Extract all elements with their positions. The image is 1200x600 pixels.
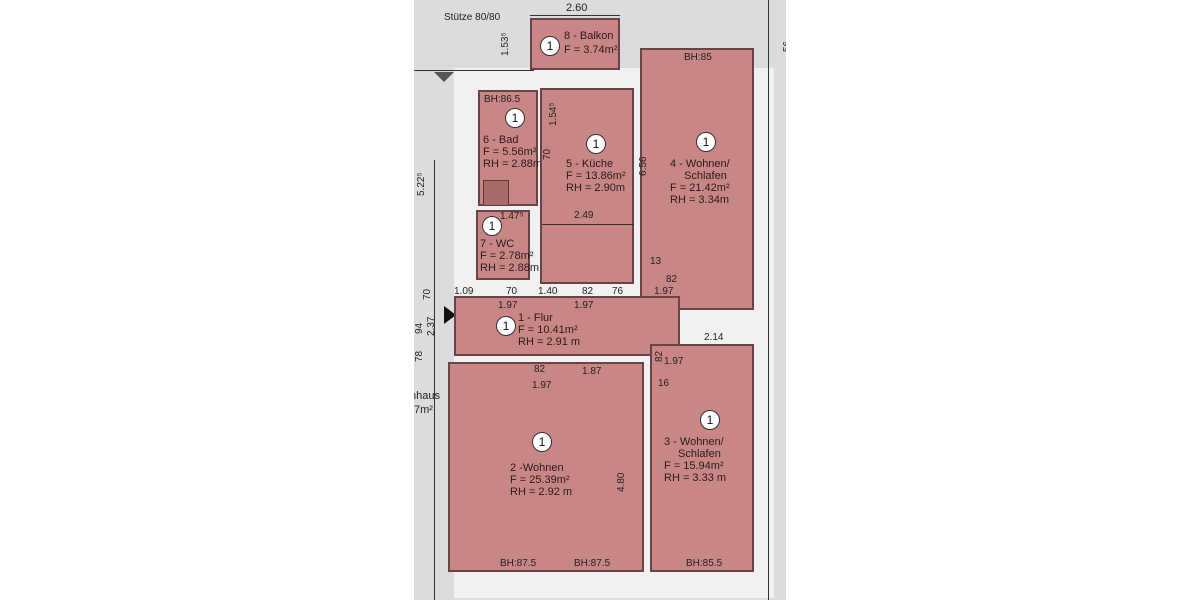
room-badge: 1 — [505, 108, 525, 128]
support-note: Stütze 80/80 — [444, 12, 501, 23]
dimension-label: 6.56 — [638, 156, 649, 176]
room-wohnen-schlafen-4[interactable]: BH:85 1 4 - Wohnen/ Schlafen F = 21.42m²… — [640, 48, 754, 310]
room-height: RH = 2.88m — [483, 158, 542, 170]
room-height: RH = 2.90m — [566, 182, 625, 194]
room-height: RH = 2.92 m — [510, 486, 573, 498]
room-wc[interactable]: 1 7 - WC F = 2.78m² RH = 2.88m — [476, 210, 539, 280]
floor-plan: Stütze 80/80 2.60 nhaus 7m² 56 1 8 - Bal… — [414, 0, 786, 600]
room-name: 7 - WC — [480, 238, 515, 250]
room-wohnen-schlafen-3[interactable]: 1 3 - Wohnen/ Schlafen F = 15.94m² RH = … — [650, 344, 754, 572]
wall-line — [414, 70, 534, 71]
room-name: 6 - Bad — [483, 134, 519, 146]
room-badge: 1 — [696, 132, 716, 152]
room-area: F = 13.86m² — [566, 170, 626, 182]
room-flur[interactable]: 1 1 - Flur F = 10.41m² RH = 2.91 m — [454, 296, 680, 356]
room-height: RH = 3.33 m — [664, 472, 727, 484]
dimension-label: 1.87 — [582, 366, 602, 377]
dimension-label: 82 — [582, 286, 594, 297]
entrance-arrow-icon — [444, 306, 456, 324]
room-kueche[interactable]: 1 5 - Küche F = 13.86m² RH = 2.90m — [540, 88, 634, 284]
stair-line — [434, 160, 435, 600]
dimension-label: 78 — [414, 350, 425, 362]
dimension-label: 70 — [506, 286, 518, 297]
sill-height: BH:85.5 — [686, 558, 723, 569]
dimension-label: 13 — [650, 256, 662, 267]
room-name: 8 - Balkon — [564, 30, 614, 42]
dimension-label: 1.53⁵ — [500, 32, 511, 56]
dimension-label: 1.97 — [664, 356, 684, 367]
room-height: RH = 3.34m — [670, 194, 729, 206]
sill-height: BH:85 — [684, 52, 712, 63]
dimension-label: 70 — [542, 148, 553, 160]
dimension-label: 70 — [422, 288, 433, 300]
dimension-label: 1.09 — [454, 286, 474, 297]
room-name-2: Schlafen — [678, 448, 721, 460]
dimension-label: 2.60 — [564, 2, 590, 14]
room-wohnen-2[interactable]: 1 2 -Wohnen F = 25.39m² RH = 2.92 m BH:8… — [448, 362, 644, 572]
room-height: RH = 2.91 m — [518, 336, 581, 348]
room-height: RH = 2.88m — [480, 262, 539, 274]
room-badge: 1 — [700, 410, 720, 430]
dimension-label: 76 — [612, 286, 624, 297]
room-name: 2 -Wohnen — [510, 462, 564, 474]
dimension-label: 1.97 — [532, 380, 552, 391]
sill-height: BH:87.5 — [574, 558, 611, 569]
dimension-label: 1.40 — [538, 286, 558, 297]
dimension-label: 82 — [666, 274, 678, 285]
room-area: F = 15.94m² — [664, 460, 724, 472]
dimension-label: 1.54⁵ — [548, 102, 559, 126]
room-badge: 1 — [540, 36, 560, 56]
room-badge: 1 — [496, 316, 516, 336]
shower-icon — [483, 180, 509, 206]
room-name-2: Schlafen — [684, 170, 727, 182]
room-area: F = 25.39m² — [510, 474, 570, 486]
sill-height: BH:86.5 — [484, 94, 521, 105]
room-name: 3 - Wohnen/ — [664, 436, 724, 448]
room-name: 5 - Küche — [566, 158, 614, 170]
sill-height: BH:87.5 — [500, 558, 537, 569]
room-name: 1 - Flur — [518, 312, 553, 324]
room-badge: 1 — [482, 216, 502, 236]
room-badge: 1 — [532, 432, 552, 452]
neighbor-label: nhaus — [414, 390, 440, 402]
dimension-label: 1.97 — [574, 300, 594, 311]
dimension-label: 94 — [414, 322, 425, 334]
room-balkon[interactable]: 1 8 - Balkon F = 3.74m² — [530, 18, 620, 70]
dimension-label: 2.49 — [574, 210, 594, 221]
dimension-label: 1.97 — [654, 286, 674, 297]
room-area: F = 2.78m² — [480, 250, 534, 262]
wall-line — [768, 0, 769, 600]
dimension-label: 2.37 — [426, 316, 437, 336]
dimension-label: 16 — [658, 378, 670, 389]
edge-text: 56 — [782, 40, 786, 52]
dimension-line — [530, 15, 620, 16]
dimension-label: 5.22⁵ — [416, 172, 427, 196]
dimension-label: 1.97 — [498, 300, 518, 311]
room-area: F = 5.56m² — [483, 146, 537, 158]
stair-arrow-icon — [434, 72, 454, 82]
room-badge: 1 — [586, 134, 606, 154]
room-area: F = 21.42m² — [670, 182, 730, 194]
dimension-label: 4.80 — [616, 472, 627, 492]
room-bad[interactable]: BH:86.5 1 6 - Bad F = 5.56m² RH = 2.88m — [478, 90, 542, 206]
dimension-label: 82 — [534, 364, 546, 375]
room-area: F = 10.41m² — [518, 324, 578, 336]
room-name: 4 - Wohnen/ — [670, 158, 730, 170]
dimension-label: 2.14 — [704, 332, 724, 343]
neighbor-area: 7m² — [414, 404, 433, 416]
dimension-line — [542, 224, 634, 225]
dimension-label: 1.47⁵ — [500, 211, 524, 222]
room-area: F = 3.74m² — [564, 44, 618, 56]
